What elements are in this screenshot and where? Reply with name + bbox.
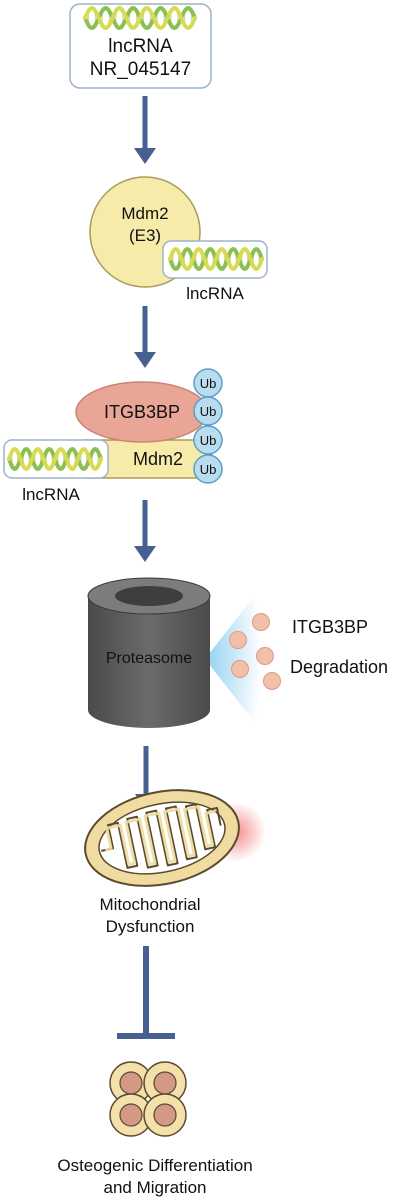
lncrna-source-label-1: lncRNA: [108, 36, 173, 57]
arrow-2: [134, 306, 156, 368]
cristae-folds: [101, 803, 222, 869]
ubiquitination-complex: [3, 368, 223, 484]
inhibition-arrow: [117, 946, 175, 1039]
dna-helix-icon: [83, 5, 197, 31]
fragment-dot: [256, 647, 274, 665]
fragment-dot: [231, 660, 249, 678]
proteasome-group: [87, 577, 281, 732]
ub-label: Ub: [200, 404, 217, 419]
mdm2-e3-group: [89, 176, 268, 288]
ub-circle: [193, 425, 223, 455]
ub-label: Ub: [200, 376, 217, 391]
ub-chain: [193, 368, 223, 484]
itgb3bp-label: ITGB3BP: [103, 402, 181, 422]
proteasome-label: Proteasome: [105, 650, 193, 667]
cell-cluster-icon: [109, 1061, 187, 1137]
fragment-dot: [252, 613, 270, 631]
arrow-3: [134, 500, 156, 562]
lncrna-bound-label: lncRNA: [186, 284, 244, 303]
ub-label: Ub: [200, 462, 217, 477]
outcome-label-2: and Migration: [103, 1178, 207, 1197]
proteasome-opening: [115, 586, 183, 606]
lncrna-complex-label: lncRNA: [22, 485, 80, 504]
lncrna-source-label-2: NR_045147: [89, 59, 192, 80]
dna-helix-icon: [168, 246, 264, 272]
lncrna-source-box: [69, 3, 212, 89]
dna-helix-icon: [7, 446, 103, 472]
ub-label: Ub: [200, 433, 217, 448]
arrow-1: [134, 96, 156, 164]
ub-circle: [193, 396, 223, 426]
mdm2-e3-label-2: (E3): [128, 226, 162, 245]
degradation-label: Degradation: [290, 657, 389, 677]
peptide-fragments: [229, 613, 281, 690]
degradation-glow: [205, 586, 262, 732]
outcome-label-1: Osteogenic Differentiation: [57, 1156, 253, 1175]
proteasome-cylinder: [88, 596, 210, 728]
mito-label-2: Dysfunction: [105, 917, 195, 936]
mito-label-1: Mitochondrial: [99, 895, 201, 914]
fragments-name-label: ITGB3BP: [292, 617, 369, 637]
mitochondrion-icon: [84, 789, 266, 887]
fragment-dot: [263, 672, 281, 690]
fragment-dot: [229, 631, 247, 649]
mdm2-complex-label: Mdm2: [132, 449, 183, 469]
ub-circle: [193, 454, 223, 484]
mdm2-e3-label-1: Mdm2: [121, 204, 169, 223]
